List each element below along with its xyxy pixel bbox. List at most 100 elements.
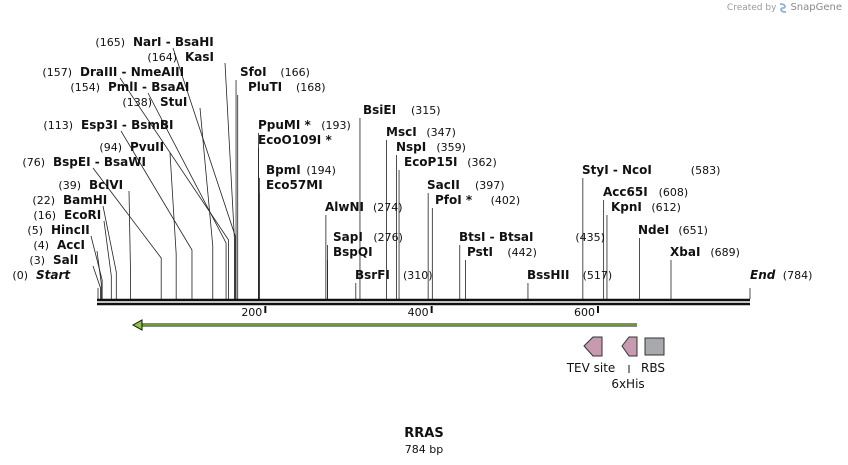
orf-arrow[interactable] — [131, 319, 637, 331]
site-name[interactable]: PmlI - BsaAI — [108, 80, 189, 94]
site-name[interactable]: SalI — [53, 253, 78, 267]
site-position: (76) — [22, 156, 45, 169]
site-position: (113) — [43, 119, 73, 132]
credit-brand: SnapGene — [790, 2, 842, 13]
site-position: (168) — [296, 81, 326, 94]
site-position: (612) — [651, 201, 681, 214]
site-connector — [119, 77, 229, 299]
site-connector — [103, 220, 112, 299]
site-position: (310) — [403, 269, 433, 282]
site-name[interactable]: BspQI — [333, 245, 373, 259]
site-connector — [199, 107, 214, 299]
site-position: (651) — [678, 224, 708, 237]
site-name[interactable]: XbaI — [670, 245, 700, 259]
site-position: (315) — [411, 104, 441, 117]
site-connector — [96, 250, 102, 299]
site-position: (397) — [475, 179, 505, 192]
site-name[interactable]: StuI — [160, 95, 187, 109]
site-name[interactable]: AccI — [57, 238, 85, 252]
site-position: (583) — [691, 164, 721, 177]
site-name[interactable]: EcoRI — [64, 208, 101, 222]
ruler-tick-label: 400 — [408, 306, 429, 319]
site-name[interactable]: PvuII — [130, 140, 164, 154]
site-connector — [169, 152, 177, 299]
site-name[interactable]: KpnI — [611, 200, 642, 214]
site-connector — [128, 190, 131, 299]
site-name[interactable]: EcoP15I — [404, 155, 458, 169]
site-name[interactable]: HincII — [51, 223, 90, 237]
site-position: (157) — [42, 66, 72, 79]
site-name[interactable]: NspI — [396, 140, 426, 154]
snapgene-credit: Created by SnapGene — [727, 2, 842, 13]
site-position: (194) — [306, 164, 336, 177]
ruler: 200 400 600 — [241, 306, 599, 319]
site-connectors — [90, 47, 751, 299]
site-name[interactable]: SapI — [333, 230, 363, 244]
site-name[interactable]: BclVI — [89, 178, 123, 192]
site-connector — [147, 92, 227, 299]
site-position: (435) — [575, 231, 605, 244]
site-name[interactable]: Start — [36, 268, 71, 282]
site-position: (165) — [95, 36, 125, 49]
site-position: (164) — [147, 51, 177, 64]
site-name[interactable]: KasI — [185, 50, 214, 64]
site-connector — [224, 62, 235, 299]
site-position: (347) — [426, 126, 456, 139]
site-name[interactable]: Esp3I - BsmBI — [81, 118, 173, 132]
site-position: (39) — [58, 179, 81, 192]
site-connector — [90, 235, 103, 299]
site-name[interactable]: BsrFI — [355, 268, 390, 282]
site-name[interactable]: BtsI - BtsaI — [459, 230, 533, 244]
site-name[interactable]: BamHI — [63, 193, 107, 207]
his-tag-label: 6xHis — [611, 377, 644, 391]
site-position: (138) — [122, 96, 152, 109]
site-position: (166) — [280, 66, 310, 79]
site-connector — [102, 205, 117, 299]
site-connector — [92, 265, 101, 299]
site-position: (362) — [467, 156, 497, 169]
site-position: (193) — [321, 119, 351, 132]
site-name[interactable]: BsiEI — [363, 103, 396, 117]
site-name[interactable]: BpmI — [266, 163, 301, 177]
ruler-tick-label: 200 — [241, 306, 262, 319]
site-name[interactable]: PfoI * — [435, 193, 473, 207]
site-name[interactable]: NarI - BsaHI — [133, 35, 214, 49]
site-position: (359) — [436, 141, 466, 154]
site-name[interactable]: PpuMI * — [258, 118, 312, 132]
site-name[interactable]: NdeI — [638, 223, 669, 237]
site-name[interactable]: Eco57MI — [266, 178, 323, 192]
snapgene-logo-icon — [780, 2, 787, 13]
tev-site-feature[interactable] — [583, 336, 603, 357]
site-position: (16) — [33, 209, 56, 222]
his-tag-feature[interactable] — [621, 336, 638, 357]
sequence-name: RRAS — [404, 426, 444, 441]
site-position: (5) — [27, 224, 43, 237]
site-position: (276) — [373, 231, 403, 244]
site-name[interactable]: BssHII — [527, 268, 569, 282]
site-connector — [92, 167, 162, 299]
credit-prefix: Created by — [726, 2, 777, 13]
site-position: (689) — [710, 246, 740, 259]
site-position: (274) — [373, 201, 403, 214]
site-name[interactable]: PstI — [467, 245, 493, 259]
site-name[interactable]: EcoO109I * — [258, 133, 332, 147]
site-name[interactable]: Acc65I — [603, 185, 648, 199]
site-name[interactable]: AlwNI — [325, 200, 364, 214]
site-connector — [120, 130, 193, 299]
site-position: (154) — [70, 81, 100, 94]
site-name[interactable]: PluTI — [248, 80, 282, 94]
dna-backbone — [97, 298, 750, 306]
site-name[interactable]: SacII — [427, 178, 460, 192]
site-position: (402) — [491, 194, 521, 207]
site-position: (0) — [12, 269, 28, 282]
site-name[interactable]: MscI — [386, 125, 417, 139]
site-name[interactable]: StyI - NcoI — [582, 163, 652, 177]
site-name[interactable]: End — [750, 268, 776, 282]
site-name[interactable]: SfoI — [240, 65, 267, 79]
site-name[interactable]: BspEI - BsaWI — [53, 155, 146, 169]
site-connector — [172, 47, 236, 299]
ruler-tick-label: 600 — [574, 306, 595, 319]
site-name[interactable]: DraIII - NmeAIII — [80, 65, 184, 79]
rbs-feature[interactable] — [644, 337, 665, 356]
